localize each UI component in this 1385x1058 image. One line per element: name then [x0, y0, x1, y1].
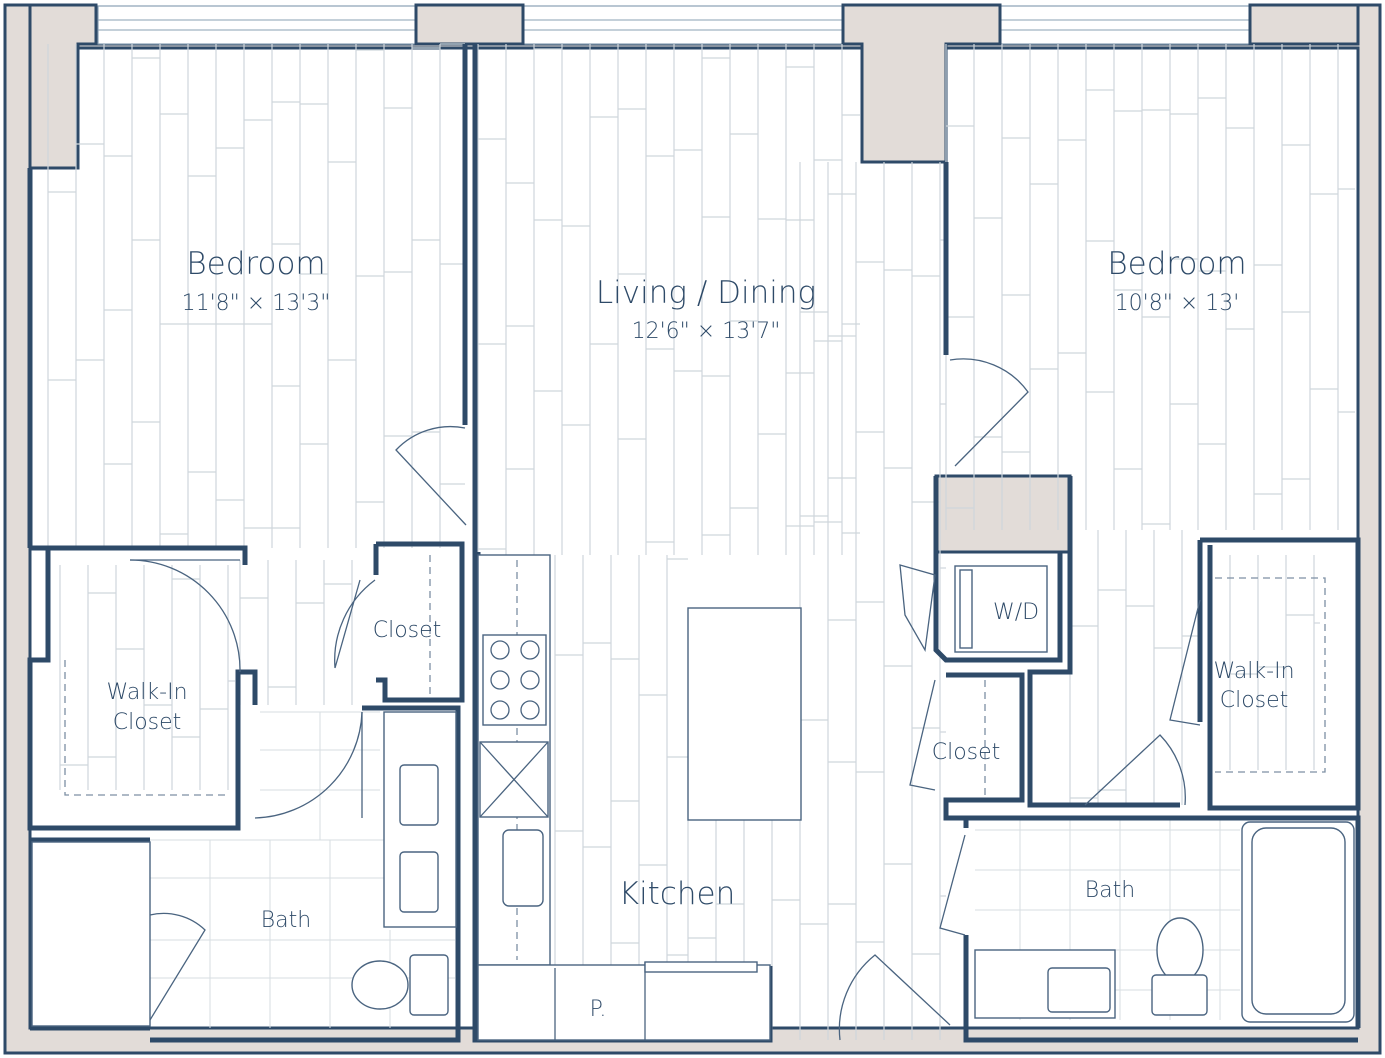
- kitchen-label: Kitchen: [619, 876, 736, 912]
- doors: [129, 358, 1201, 1041]
- walkin-right-label-1: Walk-In: [1213, 659, 1294, 684]
- bath-right-fixtures: [974, 821, 1355, 1023]
- bath-right-label: Bath: [1085, 878, 1135, 903]
- living-dining-label: Living / Dining: [596, 275, 816, 311]
- pantry-label: P.: [590, 997, 607, 1022]
- bath-left-fixtures: [31, 711, 457, 1027]
- kitchen-island: [687, 607, 802, 821]
- closet-right-label: Closet: [932, 740, 1001, 765]
- closet-left-label: Closet: [373, 618, 442, 643]
- closet-rods: [64, 555, 1326, 796]
- walkin-left-label-2: Closet: [113, 710, 182, 735]
- walkin-left-label-1: Walk-In: [106, 680, 187, 705]
- living-dining-size: 12'6" × 13'7": [632, 319, 781, 344]
- bedroom-right-label: Bedroom: [1107, 246, 1246, 282]
- walkin-right-label-2: Closet: [1220, 688, 1289, 713]
- bedroom-left-label: Bedroom: [186, 246, 325, 282]
- bedroom-left-size: 11'8" × 13'3": [182, 291, 331, 316]
- bath-left-label: Bath: [261, 908, 311, 933]
- bath-tiles: [150, 711, 1240, 1028]
- bedroom-right-size: 10'8" × 13': [1115, 291, 1240, 316]
- structural-columns: [28, 3, 1360, 554]
- washer-dryer: [954, 565, 1048, 653]
- kitchen-counter: [477, 554, 802, 1041]
- window-strip: [97, 5, 1251, 45]
- wood-floor: [47, 43, 1355, 1040]
- laundry-label: W/D: [993, 600, 1039, 625]
